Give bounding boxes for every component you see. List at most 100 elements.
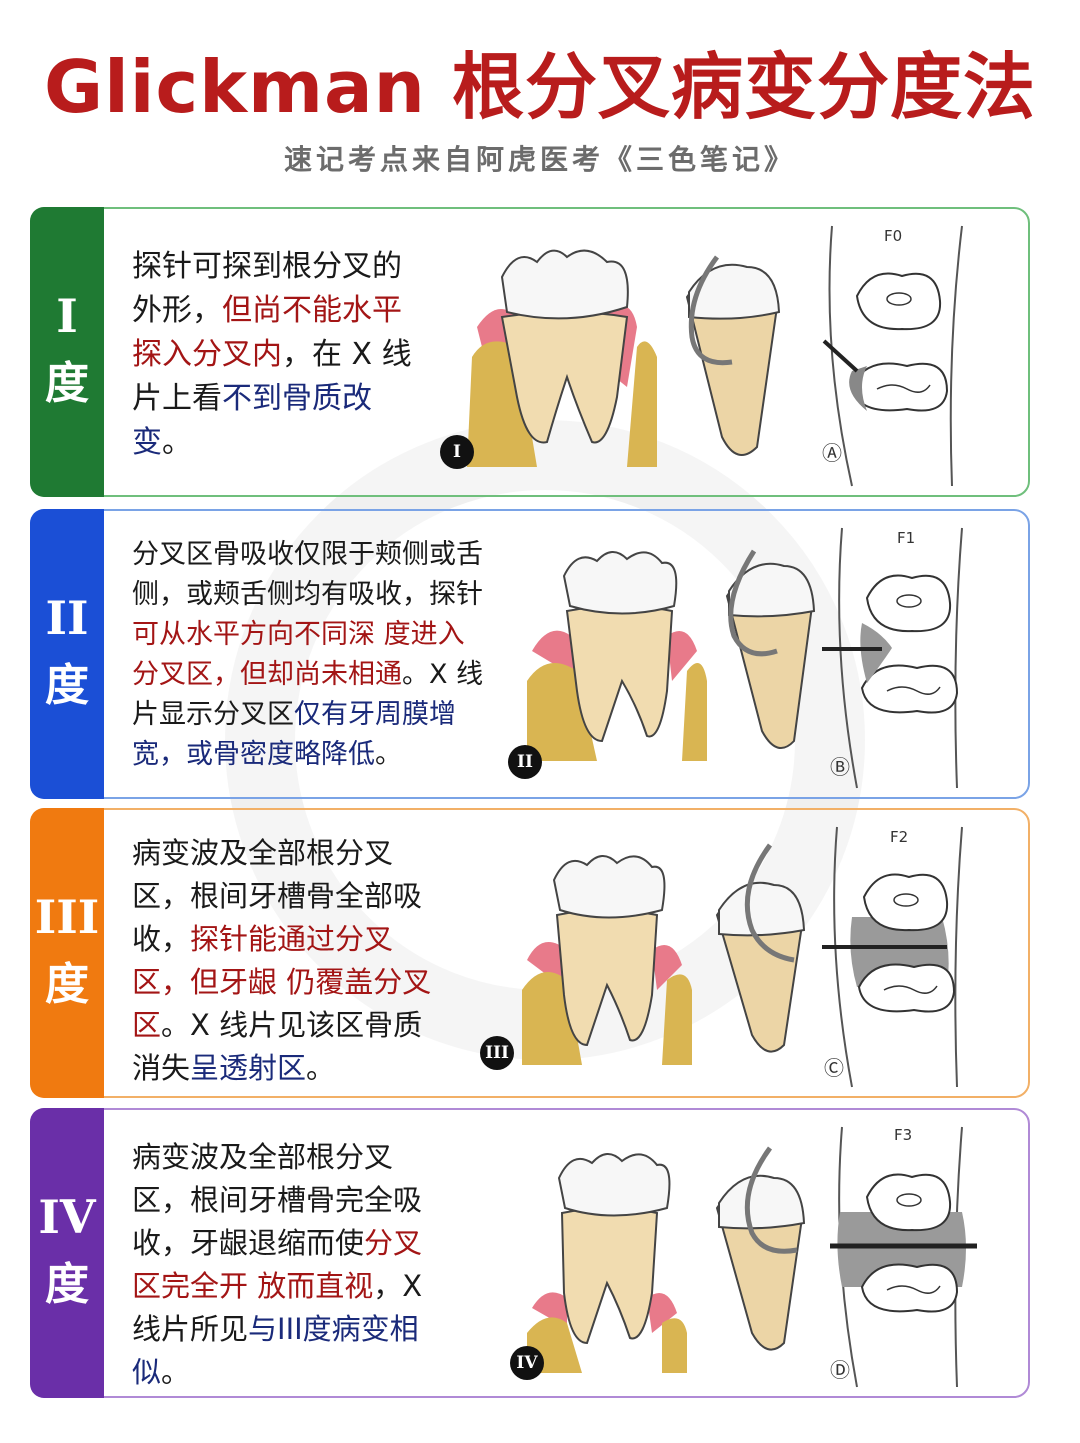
description-line: 片上看不到骨质改 (132, 377, 452, 421)
description-segment: 但尚不能水平 (222, 293, 402, 328)
description-line: 分叉区骨吸收仅限于颊侧或舌 (132, 535, 522, 575)
description-segment: 似 (132, 1355, 162, 1389)
xray-stage-label: F2 (890, 828, 909, 846)
description-segment: 宽，或骨密度略降低 (132, 739, 375, 770)
description-segment: 探针能通过分叉 (190, 922, 394, 956)
description-segment: 仅有牙周膜增 (294, 699, 456, 730)
description-line: 区，但牙龈 仍覆盖分叉 (132, 961, 472, 1004)
description-segment: 可从水平方向不同深 度进入 (132, 619, 465, 650)
description-segment: ，X (373, 1269, 423, 1303)
description-segment: 线片所见 (132, 1312, 249, 1346)
description-segment: 探入分叉内 (132, 337, 282, 372)
description-line: 侧，或颊舌侧均有吸收，探针 (132, 575, 522, 615)
description-segment: 。X 线 (402, 659, 484, 690)
description-line: 区完全开 放而直视，X (132, 1265, 472, 1308)
description-segment: 。 (306, 1051, 336, 1085)
description-segment: 。 (375, 739, 402, 770)
description-segment: 分叉区，但却尚未相通 (132, 659, 402, 690)
grade-description: 探针可探到根分叉的外形，但尚不能水平探入分叉内，在 X 线片上看不到骨质改变。 (132, 245, 452, 465)
grade-badge: II (508, 745, 542, 779)
description-segment: 分叉区骨吸收仅限于颊侧或舌 (132, 539, 483, 570)
description-segment: 与III度病变相 (248, 1312, 419, 1346)
grade-description: 病变波及全部根分叉区，根间牙槽骨完全吸收，牙龈退缩而使分叉区完全开 放而直视，X… (132, 1136, 472, 1394)
description-segment: ，在 X 线 (282, 337, 412, 372)
grade-roman: II (45, 591, 89, 645)
description-segment: 片上看 (132, 381, 222, 416)
description-segment: 区，但牙龈 仍覆盖分叉 (132, 965, 432, 999)
grade-roman: III (34, 890, 100, 944)
grade-degree: 度 (45, 358, 89, 409)
description-segment: 区 (132, 1008, 162, 1042)
description-line: 变。 (132, 421, 452, 465)
description-line: 收，探针能通过分叉 (132, 918, 472, 961)
description-line: 似。 (132, 1351, 472, 1394)
description-line: 线片所见与III度病变相 (132, 1308, 472, 1351)
grade-band-2: II 度 (30, 509, 104, 799)
grade-degree: 度 (45, 959, 89, 1010)
description-segment: 分叉 (364, 1226, 423, 1260)
description-line: 收，牙龈退缩而使分叉 (132, 1222, 472, 1265)
grade-description: 病变波及全部根分叉区，根间牙槽骨全部吸收，探针能通过分叉区，但牙龈 仍覆盖分叉区… (132, 832, 472, 1090)
xray-diagram (822, 225, 963, 487)
xray-diagram (830, 1126, 977, 1388)
description-line: 区。X 线片见该区骨质 (132, 1004, 472, 1047)
description-line: 区，根间牙槽骨全部吸 (132, 875, 472, 918)
grade-badge: I (440, 435, 474, 469)
tooth-illustration (522, 843, 806, 1065)
xray-stage-label: F1 (897, 529, 916, 547)
grade-description: 分叉区骨吸收仅限于颊侧或舌侧，或颊舌侧均有吸收，探针可从水平方向不同深 度进入分… (132, 535, 522, 775)
grade-card-3: III 度 病变波及全部根分叉区，根间牙槽骨全部吸收，探针能通过分叉区，但牙龈 … (30, 808, 1030, 1098)
grade-band-4: IV 度 (30, 1108, 104, 1398)
description-line: 片显示分叉区仅有牙周膜增 (132, 695, 522, 735)
description-segment: 。 (162, 425, 192, 460)
grade-card-2: II 度 分叉区骨吸收仅限于颊侧或舌侧，或颊舌侧均有吸收，探针可从水平方向不同深… (30, 509, 1030, 799)
grade-band-3: III 度 (30, 808, 104, 1098)
xray-letter: Ⓐ (822, 441, 842, 465)
description-segment: 消失 (132, 1051, 191, 1085)
page-subtitle: 速记考点来自阿虎医考《三色笔记》 (283, 143, 796, 176)
description-line: 外形，但尚不能水平 (132, 289, 452, 333)
description-segment: 外形， (132, 293, 222, 328)
description-segment: 侧，或颊舌侧均有吸收，探针 (132, 579, 483, 610)
description-line: 可从水平方向不同深 度进入 (132, 615, 522, 655)
grade-roman: I (56, 289, 78, 343)
description-segment: 片显示分叉区 (132, 699, 294, 730)
description-segment: 病变波及全部根分叉 (132, 836, 394, 870)
xray-letter: Ⓑ (830, 755, 850, 779)
description-segment: 探针可探到根分叉的 (132, 249, 402, 284)
description-line: 病变波及全部根分叉 (132, 832, 472, 875)
description-line: 分叉区，但却尚未相通。X 线 (132, 655, 522, 695)
xray-letter: Ⓒ (824, 1056, 844, 1080)
grade-degree: 度 (45, 1259, 89, 1310)
tooth-illustration (467, 249, 781, 467)
description-segment: 变 (132, 425, 162, 460)
description-line: 探入分叉内，在 X 线 (132, 333, 452, 377)
grade-badge: IV (510, 1346, 544, 1380)
grade-degree: 度 (45, 660, 89, 711)
description-segment: 区，根间牙槽骨完全吸 (132, 1183, 423, 1217)
description-segment: 不到骨质改 (222, 381, 372, 416)
grade-badge: III (480, 1036, 514, 1070)
description-segment: 。X 线片见该区骨质 (161, 1008, 423, 1042)
description-line: 区，根间牙槽骨完全吸 (132, 1179, 472, 1222)
xray-stage-label: F3 (894, 1126, 913, 1144)
grade-card-4: IV 度 病变波及全部根分叉区，根间牙槽骨完全吸收，牙龈退缩而使分叉区完全开 放… (30, 1108, 1030, 1398)
grade-band-1: I 度 (30, 207, 104, 497)
page-title: Glickman 根分叉病变分度法 (44, 45, 1036, 129)
description-line: 探针可探到根分叉的 (132, 245, 452, 289)
xray-diagram (822, 527, 963, 789)
xray-letter: Ⓓ (830, 1358, 850, 1382)
description-segment: 收，牙龈退缩而使 (132, 1226, 365, 1260)
xray-stage-label: F0 (884, 227, 903, 245)
description-segment: 区完全开 放而直视 (132, 1269, 374, 1303)
grade-roman: IV (38, 1190, 96, 1244)
tooth-illustration (527, 549, 816, 761)
tooth-illustration (527, 1146, 806, 1373)
description-segment: 区，根间牙槽骨全部吸 (132, 879, 423, 913)
description-segment: 。 (161, 1355, 191, 1389)
grade-card-1: I 度 探针可探到根分叉的外形，但尚不能水平探入分叉内，在 X 线片上看不到骨质… (30, 207, 1030, 497)
description-segment: 呈透射区 (190, 1051, 307, 1085)
description-line: 病变波及全部根分叉 (132, 1136, 472, 1179)
xray-diagram (822, 826, 963, 1088)
description-segment: 病变波及全部根分叉 (132, 1140, 394, 1174)
